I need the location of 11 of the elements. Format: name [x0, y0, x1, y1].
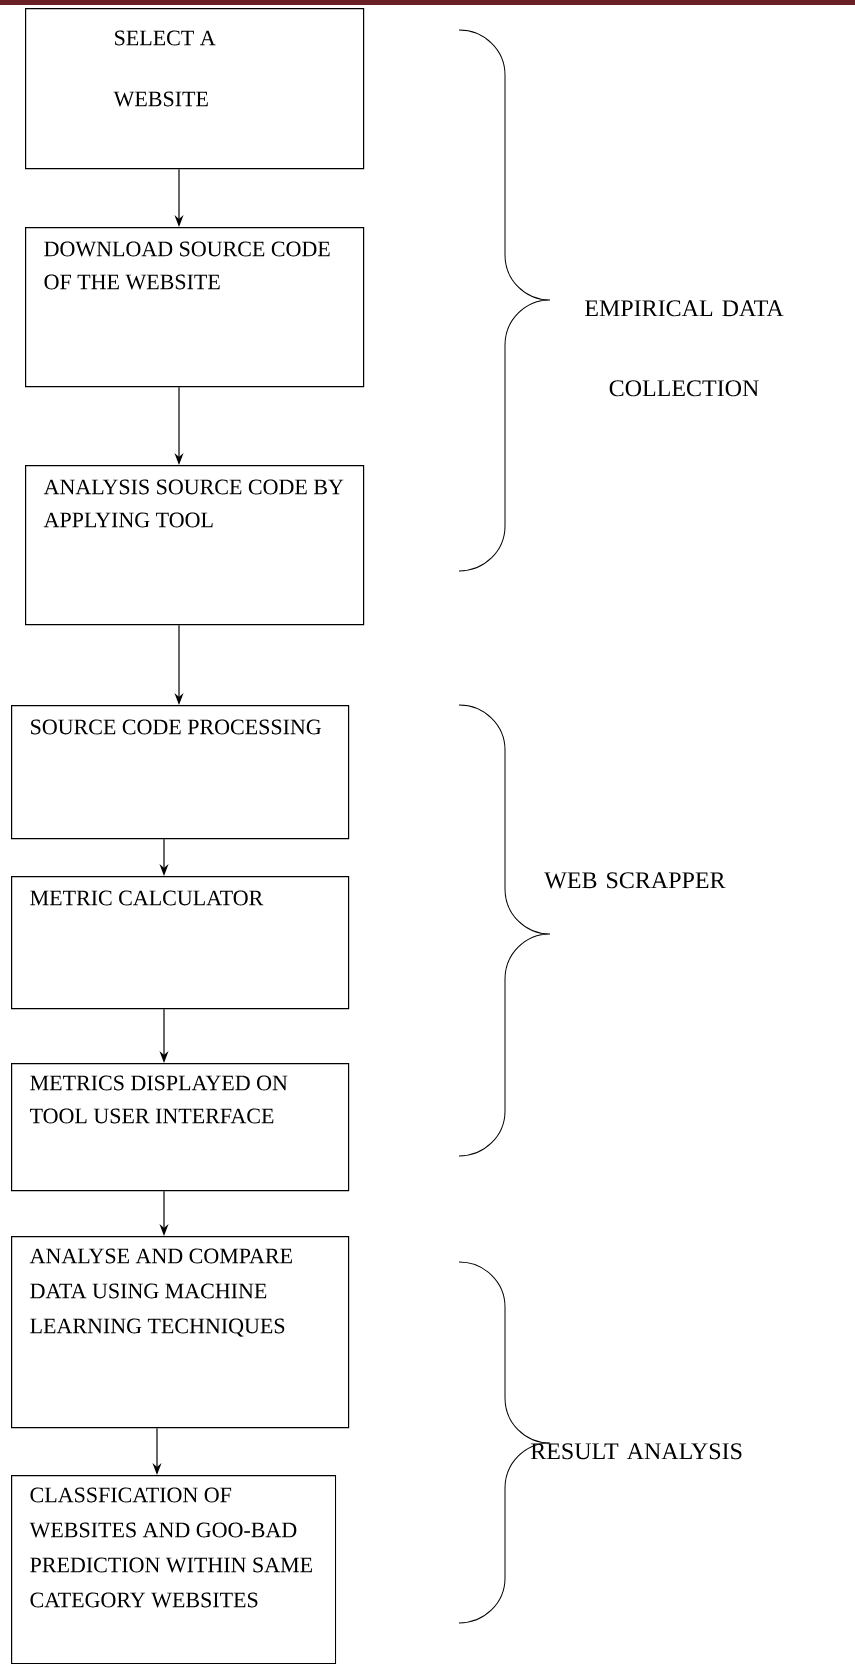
process-box: METRIC CALCULATOR	[11, 876, 350, 1010]
process-box: SOURCE CODE PROCESSING	[11, 705, 350, 840]
brace-label: WEB SCRAPPER	[544, 872, 726, 889]
brace-label: EMPIRICAL DATA COLLECTION	[585, 300, 784, 397]
process-box: CLASSFICATION OF WEBSITES AND GOO-BAD PREDICTION WITHIN SAME CATEGORY WEBSITES	[11, 1475, 337, 1664]
process-box: SELECT A WEBSITE	[25, 8, 365, 170]
process-box: ANALYSIS SOURCE CODE BY APPLYING TOOL	[25, 465, 365, 626]
process-box: DOWNLOAD SOURCE CODE OF THE WEBSITE	[25, 227, 365, 388]
brace-label: RESULT ANALYSIS	[530, 1443, 742, 1460]
process-box: METRICS DISPLAYED ON TOOL USER INTERFACE	[11, 1063, 350, 1192]
process-box: ANALYSE AND COMPARE DATA USING MACHINE LEARNING TECHNIQUES	[11, 1236, 350, 1429]
